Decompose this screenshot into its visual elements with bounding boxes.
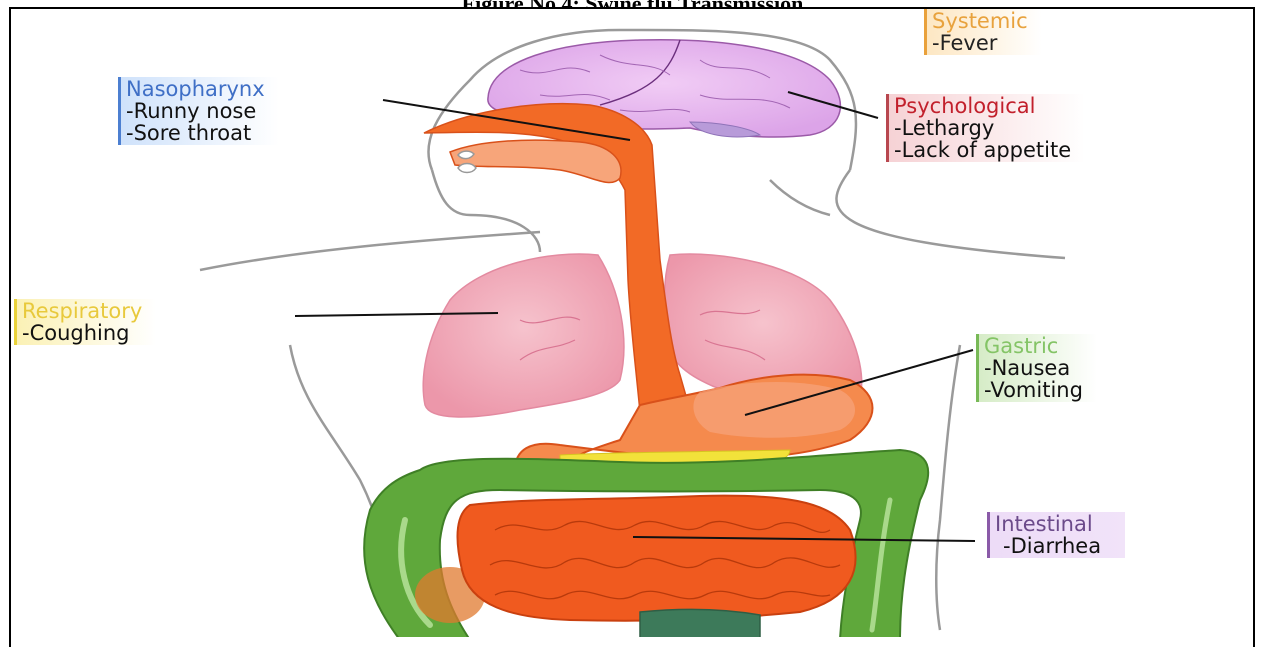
systemic-heading: Systemic	[932, 10, 1028, 32]
rectum	[640, 609, 760, 637]
intestinal-heading: Intestinal	[995, 513, 1101, 535]
psychological-heading: Psychological	[894, 95, 1071, 117]
symptom-nausea: -Nausea	[984, 357, 1083, 379]
respiratory-heading: Respiratory	[22, 300, 142, 322]
symptom-lethargy: -Lethargy	[894, 117, 1071, 139]
nasopharynx-label: Nasopharynx -Runny nose -Sore throat	[118, 77, 279, 145]
gastric-heading: Gastric	[984, 335, 1083, 357]
symptom-diarrhea: -Diarrhea	[995, 535, 1101, 557]
symptom-coughing: -Coughing	[22, 322, 142, 344]
gastric-label: Gastric -Nausea -Vomiting	[976, 334, 1097, 402]
small-intestine	[457, 496, 855, 621]
nasopharynx-heading: Nasopharynx	[126, 78, 265, 100]
symptom-sore-throat: -Sore throat	[126, 122, 265, 144]
symptom-fever: -Fever	[932, 32, 1028, 54]
symptom-vomiting: -Vomiting	[984, 379, 1083, 401]
symptom-lack-of-appetite: -Lack of appetite	[894, 139, 1071, 161]
systemic-label: Systemic -Fever	[924, 9, 1042, 55]
intestinal-label: Intestinal -Diarrhea	[987, 512, 1125, 558]
symptom-runny-nose: -Runny nose	[126, 100, 265, 122]
psychological-label: Psychological -Lethargy -Lack of appetit…	[886, 94, 1085, 162]
respiratory-label: Respiratory -Coughing	[14, 299, 156, 345]
